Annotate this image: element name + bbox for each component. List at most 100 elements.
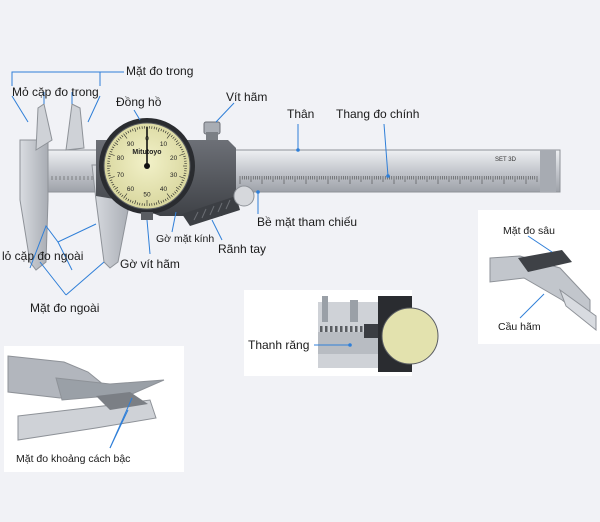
dial-number: 10 [160, 141, 168, 148]
dial-tick [179, 176, 186, 179]
dial-tick [119, 193, 122, 196]
dial-tick [180, 181, 184, 184]
dial-number: 80 [117, 155, 125, 162]
inset-rack [244, 290, 439, 376]
label-ranh-tay: Rãnh tay [218, 242, 266, 256]
label-go-vit-ham: Gờ vít hãm [120, 257, 180, 271]
dial-number: 90 [127, 141, 135, 148]
leader-lines [11, 71, 390, 296]
dial-tick [114, 186, 119, 190]
rack-tooth [360, 326, 363, 332]
label-mat-do-sau: Mặt đo sâu [503, 225, 555, 237]
dial-tick [123, 133, 128, 139]
dial-tick [121, 134, 124, 138]
label-go-mat-kinh: Gờ mặt kính [156, 233, 214, 245]
dial-tick [175, 140, 179, 143]
dial-tick [131, 128, 134, 132]
dial-tick [157, 200, 160, 205]
dial-tick [179, 183, 183, 186]
dial-tick [175, 189, 179, 192]
beam-end [540, 150, 556, 192]
dial-number: 30 [170, 172, 178, 179]
main-caliper: SET 3D 0102030405060708 [19, 103, 561, 271]
dial-tick [125, 132, 128, 135]
dial-tick [166, 133, 171, 139]
dial-tick [175, 142, 180, 146]
dial-tick [162, 129, 165, 133]
dial-tick [108, 175, 111, 177]
rack-tooth [350, 326, 353, 332]
dial-tick [108, 155, 111, 157]
dial-tick [174, 191, 177, 194]
inset-step [4, 346, 184, 472]
label-mat-do-khoang-cach-bac: Mặt đo khoảng cách bậc [16, 453, 130, 465]
rack-tooth [345, 326, 348, 332]
dial-tick [121, 194, 124, 198]
label-mat-do-ngoai: Mặt đo ngoài [30, 301, 99, 315]
locking-screw[interactable] [203, 121, 221, 140]
rack-tooth [325, 326, 328, 332]
rack-tooth [355, 326, 358, 332]
dial-number: 60 [127, 186, 135, 193]
dial-tick [166, 132, 169, 135]
dial-tick [156, 202, 158, 205]
dial-tick [125, 197, 128, 200]
dial-tick [134, 127, 137, 132]
label-dong-ho: Đồng hồ [116, 95, 162, 109]
dial-tick [181, 150, 185, 153]
label-vit-ham: Vít hãm [226, 90, 267, 104]
thumb-grip [182, 196, 240, 226]
dial-number: 70 [117, 172, 125, 179]
label-be-mat-tham-chieu: Bề mặt tham chiếu [257, 215, 357, 229]
dial-tick [179, 146, 183, 149]
dial-tick [183, 175, 186, 177]
dial-tick [109, 150, 113, 153]
inset-depth [478, 210, 600, 344]
dial-tick [136, 202, 138, 205]
dial-tick [110, 148, 114, 151]
dial-tick [162, 199, 165, 203]
dial-tick [115, 189, 119, 192]
rack-tooth [330, 326, 333, 332]
dial-tick [119, 136, 122, 139]
dial-tick [108, 176, 115, 179]
label-cau-ham: Cầu hãm [498, 321, 541, 333]
dial-tick [109, 179, 113, 182]
outer-fixed-jaw [19, 139, 49, 271]
dial-tick [129, 129, 132, 133]
dial-tick [160, 128, 163, 132]
dial-tick [157, 127, 160, 132]
dial-tick [180, 148, 184, 151]
dial-tick [174, 138, 177, 141]
inner-sliding-jaw [65, 103, 85, 151]
dial-tick [115, 140, 119, 143]
dial-tick [160, 200, 163, 204]
dial-number: 20 [170, 155, 178, 162]
dial-tick [166, 197, 169, 200]
dial-tick [178, 144, 181, 147]
bezel-clamp[interactable] [141, 212, 153, 220]
dial-tick [183, 155, 186, 157]
dial-tick [136, 127, 138, 130]
dial-tick [172, 136, 175, 139]
dial-tick [164, 130, 167, 134]
dial-tick [129, 199, 132, 203]
dial-tick [181, 179, 185, 182]
dial-tick [127, 130, 130, 134]
dial-number: 50 [143, 192, 151, 199]
dial-gauge: 0102030405060708090 Mitutoyo [99, 118, 195, 220]
dial-tick [127, 198, 130, 202]
dial-tick [170, 134, 173, 138]
dial-tick [111, 183, 115, 186]
dial-number: 40 [160, 186, 168, 193]
dial-tick [110, 181, 114, 184]
dial-tick [113, 185, 116, 188]
dial-tick [131, 200, 134, 204]
label-mo-cap-do-trong: Mỏ cặp đo trong [12, 85, 99, 99]
dial-tick [175, 186, 180, 190]
fine-adjust-knob[interactable] [233, 185, 255, 207]
dial-tick [113, 144, 116, 147]
dial-tick [134, 200, 137, 205]
dial-tick [172, 193, 175, 196]
